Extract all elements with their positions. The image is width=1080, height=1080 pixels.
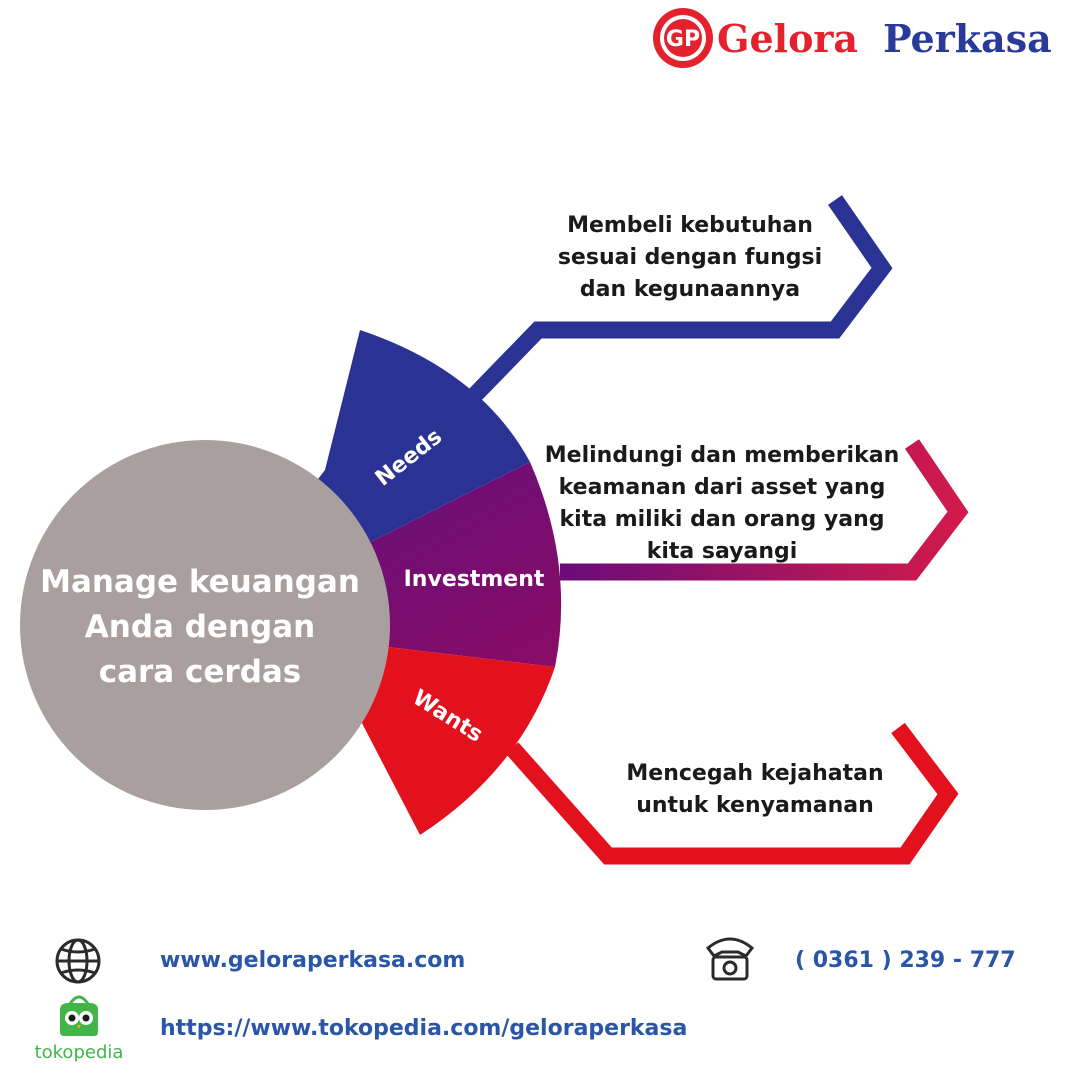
investment-label: Investment <box>404 567 545 592</box>
needs-description-line: dan kegunaannya <box>580 277 800 302</box>
investment-description: Melindungi dan memberikan keamanan dari … <box>545 443 899 564</box>
wants-connector-arrow <box>505 722 959 865</box>
brand-name-part2: Perkasa <box>883 16 1052 61</box>
wants-description: Mencegah kejahatan untuk kenyamanan <box>626 761 883 818</box>
brand-name-part1: Gelora <box>717 16 858 61</box>
center-circle <box>20 440 390 810</box>
investment-connector-arrow <box>560 439 969 581</box>
center-line-3: cara cerdas <box>99 654 302 690</box>
logo-mark-text: GP <box>666 27 700 52</box>
investment-description-line: keamanan dari asset yang <box>559 475 886 500</box>
center-line-2: Anda dengan <box>85 609 315 645</box>
brand-logo: GP Gelora Perkasa <box>653 8 1052 68</box>
needs-description-line: sesuai dengan fungsi <box>558 245 822 270</box>
tokopedia-owl-icon: tokopedia <box>35 995 124 1063</box>
wants-segment <box>205 625 555 835</box>
needs-description: Membeli kebutuhan sesuai dengan fungsi d… <box>558 213 822 302</box>
needs-connector-arrow <box>465 195 893 404</box>
investment-description-line: kita miliki dan orang yang <box>560 507 885 532</box>
wants-description-line: untuk kenyamanan <box>636 793 874 818</box>
tokopedia-label: tokopedia <box>35 1042 124 1063</box>
investment-description-line: kita sayangi <box>647 539 798 564</box>
globe-icon <box>55 938 101 984</box>
needs-description-line: Membeli kebutuhan <box>567 213 813 238</box>
telephone-icon <box>705 937 755 981</box>
center-line-1: Manage keuangan <box>40 564 360 600</box>
phone-number[interactable]: ( 0361 ) 239 - 777 <box>795 948 1016 973</box>
wants-description-line: Mencegah kejahatan <box>626 761 883 786</box>
website-link[interactable]: www.geloraperkasa.com <box>160 948 466 973</box>
investment-description-line: Melindungi dan memberikan <box>545 443 899 468</box>
tokopedia-link[interactable]: https://www.tokopedia.com/geloraperkasa <box>160 1016 688 1041</box>
